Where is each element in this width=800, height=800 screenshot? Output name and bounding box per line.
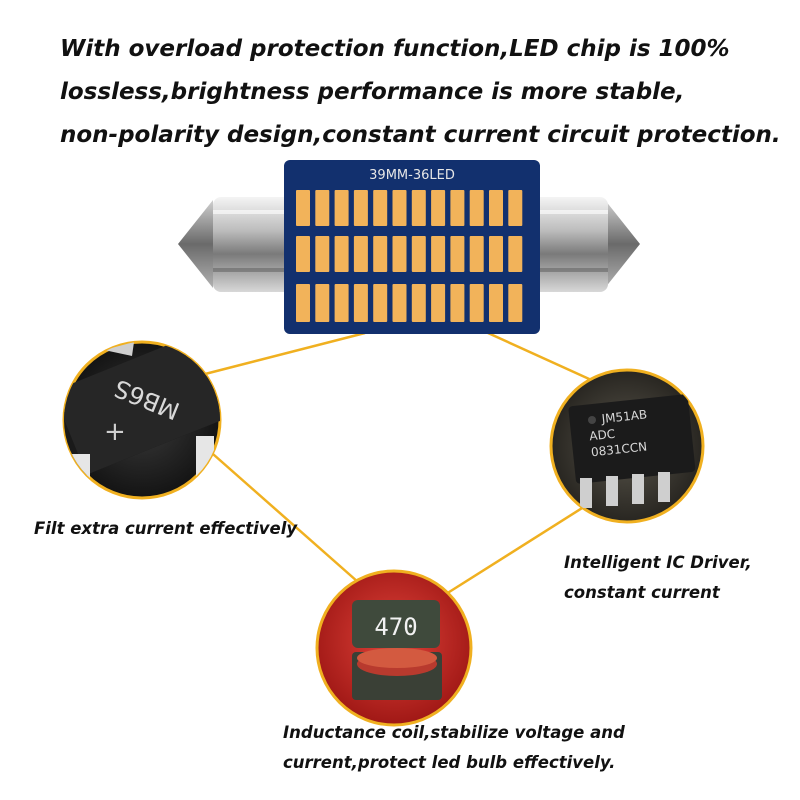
bridge-plus-mark: +: [104, 417, 126, 447]
led-chip: [489, 236, 503, 272]
ic-caption-line-1: Intelligent IC Driver,: [564, 553, 752, 572]
led-chip: [296, 190, 310, 226]
led-grid: [296, 190, 523, 322]
coil-top: [352, 600, 440, 648]
bridge-caption: Filt extra current effectively: [34, 514, 297, 544]
led-chip: [508, 236, 523, 272]
led-chip: [315, 190, 330, 226]
led-chip: [411, 190, 426, 226]
led-chip: [431, 236, 446, 272]
connector-line-coil-left: [204, 446, 359, 583]
led-chip: [431, 190, 446, 226]
ic-caption: Intelligent IC Driver, constant current: [564, 548, 752, 608]
headline-line-1: With overload protection function,LED ch…: [60, 36, 730, 62]
led-chip: [469, 190, 484, 226]
led-chip: [469, 284, 484, 322]
led-chip: [411, 284, 426, 322]
connector-lines: [204, 331, 599, 596]
headline-line-2: lossless,brightness performance is more …: [60, 79, 685, 105]
inductance-coil-closeup: 470: [315, 569, 473, 727]
connector-line-coil-right: [445, 496, 599, 596]
ic-driver-closeup: JM51AB ADC 0831CCN: [549, 368, 705, 524]
led-chip: [392, 284, 407, 322]
led-chip: [373, 190, 388, 226]
ic-chip-body: [568, 394, 696, 484]
coil-caption-line-2: current,protect led bulb effectively.: [283, 753, 616, 772]
led-chip: [373, 284, 388, 322]
led-chip: [489, 284, 503, 322]
coil-caption-line-1: Inductance coil,stabilize voltage and: [283, 723, 625, 742]
headline-line-3: non-polarity design,constant current cir…: [60, 122, 781, 148]
led-chip: [450, 236, 465, 272]
bridge-chip-body: [64, 342, 220, 475]
ic-marking-line-2: ADC: [589, 427, 616, 444]
led-chip: [508, 284, 523, 322]
led-chip: [353, 190, 368, 226]
led-chip: [489, 190, 503, 226]
led-chip: [296, 284, 310, 322]
led-chip: [450, 284, 465, 322]
led-chip: [334, 236, 349, 272]
led-chip: [450, 190, 465, 226]
coil-caption: Inductance coil,stabilize voltage and cu…: [283, 718, 625, 778]
bridge-rectifier-closeup: MB6S +: [62, 340, 222, 500]
led-chip: [508, 190, 523, 226]
led-chip: [296, 236, 310, 272]
led-bulb: 39MM-36LED: [178, 160, 640, 334]
led-chip: [353, 284, 368, 322]
bridge-caption-text: Filt extra current effectively: [34, 519, 298, 538]
led-chip: [334, 190, 349, 226]
led-chip: [353, 236, 368, 272]
led-chip: [392, 236, 407, 272]
connector-line-ic: [487, 331, 599, 385]
led-chip: [315, 284, 330, 322]
right-tip: [605, 200, 640, 288]
led-chip: [334, 284, 349, 322]
led-chip: [373, 236, 388, 272]
ic-marking-line-3: 0831CCN: [590, 440, 647, 460]
led-chip: [315, 236, 330, 272]
connector-line-bridge: [204, 331, 366, 376]
ic-caption-line-2: constant current: [564, 583, 720, 602]
left-tip: [178, 200, 213, 288]
coil-value: 470: [374, 613, 417, 641]
board-label: 39MM-36LED: [369, 168, 455, 183]
led-chip: [411, 236, 426, 272]
ic-marking-line-1: JM51AB: [600, 407, 648, 426]
led-chip: [392, 190, 407, 226]
led-chip: [431, 284, 446, 322]
led-chip: [469, 236, 484, 272]
headline: With overload protection function,LED ch…: [60, 28, 781, 157]
